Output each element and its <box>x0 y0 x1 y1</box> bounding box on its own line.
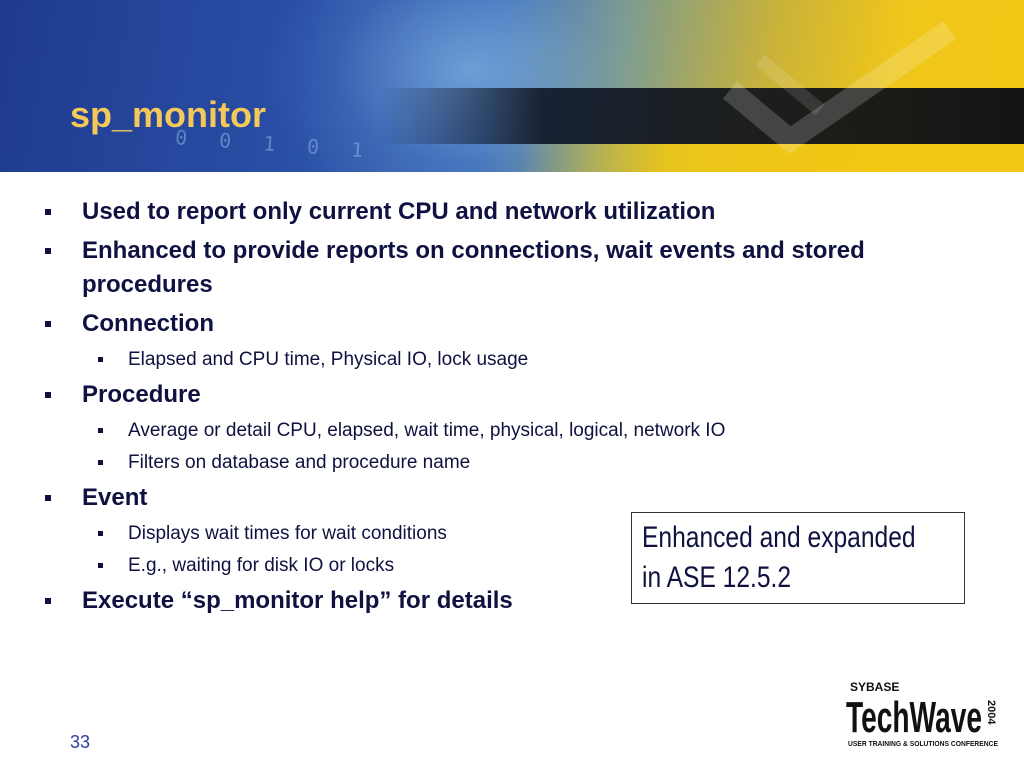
bullet-item: Enhanced to provide reports on connectio… <box>40 234 960 302</box>
sub-bullet-item: Elapsed and CPU time, Physical IO, lock … <box>40 346 960 373</box>
bullet-text: Average or detail CPU, elapsed, wait tim… <box>128 420 726 441</box>
logo-year: 2004 <box>985 700 997 725</box>
slide-title: sp_monitor <box>70 94 267 135</box>
bullet-marker-icon <box>45 321 51 327</box>
callout-line-1: Enhanced and expanded <box>642 521 916 554</box>
sub-bullet-item: Average or detail CPU, elapsed, wait tim… <box>40 417 960 444</box>
bullet-text: Displays wait times for wait conditions <box>128 523 447 544</box>
bullet-text: Event <box>82 484 148 511</box>
bullet-item: Connection <box>40 307 960 341</box>
bullet-list: Used to report only current CPU and netw… <box>40 195 960 623</box>
bullet-text: Execute “sp_monitor help” for details <box>82 587 513 614</box>
bullet-text: Enhanced to provide reports on connectio… <box>82 237 865 298</box>
callout-box: Enhanced and expanded in ASE 12.5.2 <box>631 512 965 604</box>
logo-name: TechWave <box>846 693 982 742</box>
header-banner: 0 0 1 0 1 sp_monitor <box>0 0 1024 172</box>
bullet-item: Event <box>40 481 960 515</box>
banner-dark-strip <box>380 88 1024 144</box>
bullet-item: Execute “sp_monitor help” for details <box>40 584 960 618</box>
logo-brand: SYBASE <box>850 680 899 694</box>
bullet-marker-icon <box>98 428 103 433</box>
bullet-text: E.g., waiting for disk IO or locks <box>128 555 395 576</box>
sub-bullet-item: E.g., waiting for disk IO or locks <box>40 552 960 579</box>
bullet-marker-icon <box>98 460 103 465</box>
banner-gold-strip <box>520 144 1024 172</box>
bullet-marker-icon <box>45 248 51 254</box>
bullet-text: Procedure <box>82 381 201 408</box>
bullet-text: Used to report only current CPU and netw… <box>82 198 716 225</box>
callout-line-2: in ASE 12.5.2 <box>642 561 792 594</box>
bullet-item: Used to report only current CPU and netw… <box>40 195 960 229</box>
bullet-marker-icon <box>98 531 103 536</box>
sub-bullet-item: Displays wait times for wait conditions <box>40 520 960 547</box>
checkmark-decoration-icon <box>722 20 957 154</box>
bullet-marker-icon <box>45 392 51 398</box>
page-number: 33 <box>70 732 91 752</box>
bullet-text: Elapsed and CPU time, Physical IO, lock … <box>128 349 529 370</box>
bullet-marker-icon <box>98 357 103 362</box>
bullet-text: Connection <box>82 310 214 337</box>
bullet-marker-icon <box>45 209 51 215</box>
logo-tagline: USER TRAINING & SOLUTIONS CONFERENCE <box>848 741 998 748</box>
bullet-marker-icon <box>98 563 103 568</box>
bullet-marker-icon <box>45 598 51 604</box>
techwave-logo: SYBASE TechWave 2004 USER TRAINING & SOL… <box>846 680 998 748</box>
bullet-text: Filters on database and procedure name <box>128 452 471 473</box>
bullet-item: Procedure <box>40 378 960 412</box>
sub-bullet-item: Filters on database and procedure name <box>40 449 960 476</box>
bullet-marker-icon <box>45 495 51 501</box>
